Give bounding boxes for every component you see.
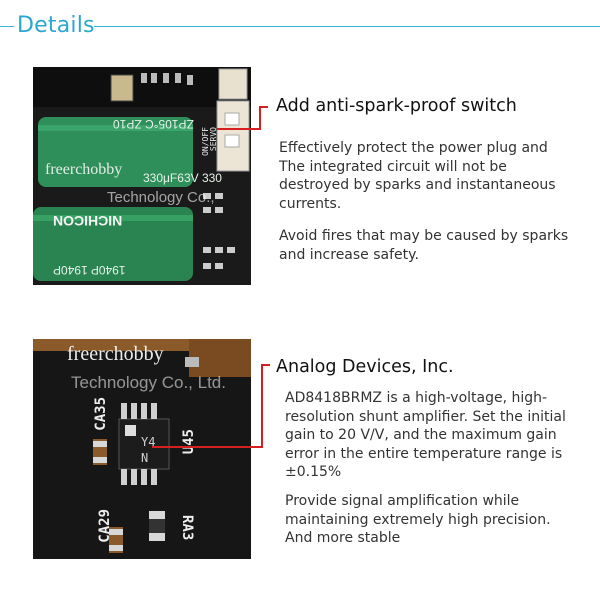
pointer-line-tick [261, 364, 270, 366]
header-rule-left [0, 26, 14, 27]
photo-watermark-brand: freerchobby [67, 343, 164, 365]
pointer-line-vertical [261, 364, 263, 448]
section-paragraph-amplifier: AD8418BRMZ is a high-voltage, high-resol… [285, 390, 566, 480]
section-paragraph-safety: Avoid fires that may be caused by sparks… [279, 228, 569, 263]
chip-marking-line1: Y4 [141, 435, 156, 449]
chip-marking-line2: N [141, 451, 149, 465]
silkscreen-ca35: CA35 [93, 397, 109, 431]
photo-watermark-company: Technology Co., Ltd. [71, 373, 226, 392]
section-paragraph-protection: Effectively protect the power plug and T… [279, 140, 556, 212]
section-title-analog-devices: Analog Devices, Inc. [276, 357, 454, 377]
header-rule-right [94, 26, 600, 27]
page-title: Details [17, 13, 95, 38]
analog-devices-chip-photo: freerchobby Technology Co., Ltd. CA35 Y4… [33, 339, 251, 559]
section-title-anti-spark: Add anti-spark-proof switch [276, 96, 517, 116]
pointer-line-horizontal [152, 446, 263, 448]
photo-watermark-company: Technology Co., [107, 189, 215, 206]
pointer-line-vertical [259, 106, 261, 129]
photo-watermark-brand: freerchobby [45, 161, 123, 178]
capacitor-label-bottom: 1940P 1940P [53, 263, 126, 277]
pointer-line-tick [259, 106, 268, 108]
silkscreen-u45: U45 [181, 429, 197, 455]
capacitor-label-top: ZP105°C ZP10 [113, 117, 194, 131]
capacitor-label-mid: 330μF63V 330 [143, 171, 222, 185]
silkscreen-ca29: CA29 [97, 509, 113, 543]
anti-spark-switch-photo: ZP105°C ZP10 freerchobby 330μF63V 330 Te… [33, 67, 251, 285]
section-paragraph-precision: Provide signal amplification while maint… [285, 493, 551, 546]
silkscreen-ra3: RA3 [179, 515, 195, 541]
pointer-line-horizontal [217, 128, 261, 130]
capacitor-label-brand: NICHICON [53, 213, 123, 229]
silkscreen-servo: SERVO [209, 127, 218, 152]
